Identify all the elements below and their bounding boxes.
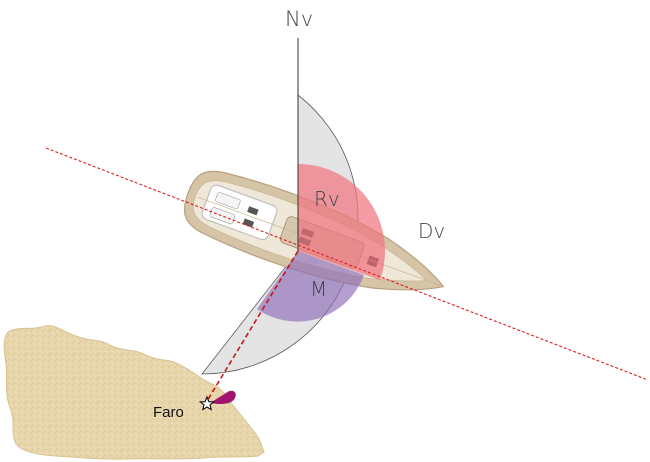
deviation-label: Dv [418,219,445,243]
course-line [45,147,649,381]
true-heading-label: Rv [314,187,340,211]
land-mass [3,325,265,460]
north-label: Nv [285,7,313,31]
lighthouse-beam [210,390,236,404]
magnetic-sector [257,251,364,322]
magnetic-label: M [310,277,327,301]
lighthouse-label: Faro [153,404,184,421]
heading-sector [298,164,385,280]
lighthouse-star-icon [198,395,216,411]
lighthouse-bearing-line [206,250,299,402]
